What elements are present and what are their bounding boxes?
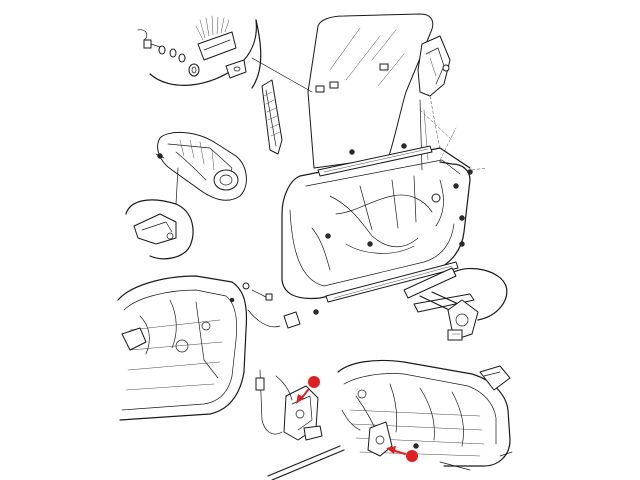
handle-part [133, 213, 177, 245]
bolt-part [143, 39, 161, 49]
window-glass [307, 13, 434, 169]
door-interior-lower-right [337, 359, 513, 471]
callout-marker-left [296, 376, 320, 404]
door-latch-assembly-left [255, 369, 345, 480]
clip-part [225, 59, 247, 79]
outside-handle [479, 365, 511, 391]
panel-screws [325, 143, 473, 247]
callout-marker-right [386, 446, 418, 462]
mirror-bracket [417, 35, 451, 171]
door-bracket [121, 327, 147, 351]
fastener-detail-inset [137, 15, 262, 89]
handle-detail-inset [125, 167, 194, 260]
bracket-part [195, 15, 237, 61]
fasteners-middle [242, 282, 319, 329]
washer-part [158, 45, 166, 55]
belt-weatherstrip [317, 145, 433, 177]
inside-handle-module [155, 132, 247, 201]
lower-seal-strip [325, 261, 459, 303]
nut-part [188, 63, 200, 77]
door-inner-panel [281, 95, 487, 303]
door-latch-right [367, 421, 393, 457]
latch-rod [267, 445, 345, 480]
window-regulator [403, 267, 508, 341]
door-frame-lower-left [117, 275, 248, 421]
window-channel [261, 79, 283, 155]
